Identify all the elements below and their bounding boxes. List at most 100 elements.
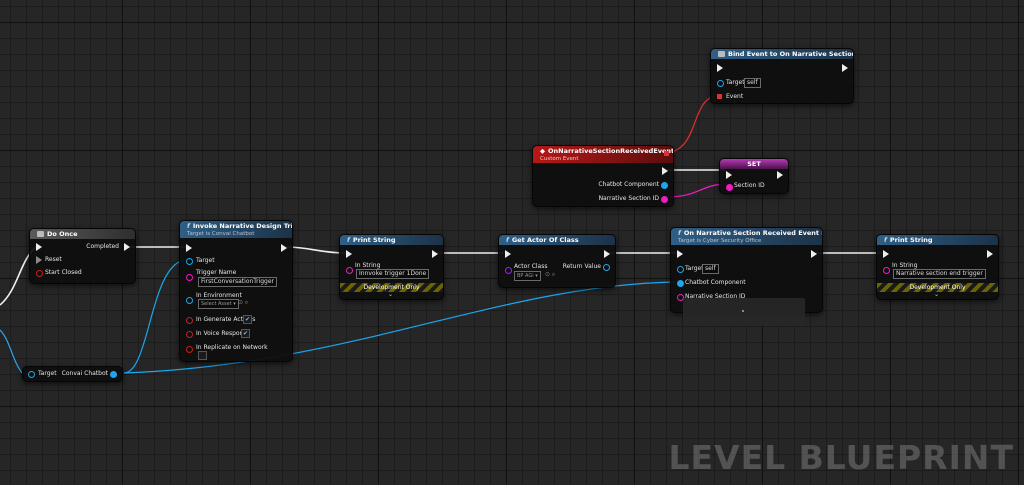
return-value-pin[interactable] bbox=[603, 264, 610, 271]
trigger-name-pin[interactable] bbox=[186, 274, 193, 281]
set-variable-node[interactable]: SET Section ID bbox=[719, 158, 789, 194]
macro-icon bbox=[37, 231, 44, 237]
exec-in-pin[interactable] bbox=[346, 250, 352, 258]
bind-icon bbox=[718, 51, 725, 57]
trigger-name-input[interactable]: FirstConversationTrigger bbox=[198, 277, 277, 287]
custom-event-node[interactable]: ◆OnNarrativeSectionReceivedEvent_EndEven… bbox=[532, 145, 674, 207]
in-string-pin[interactable] bbox=[883, 267, 890, 274]
reset-exec-pin[interactable] bbox=[36, 256, 42, 264]
target-pin[interactable] bbox=[677, 266, 684, 273]
event-label: Event bbox=[726, 93, 744, 100]
exec-wire bbox=[285, 246, 347, 254]
exec-out-pin[interactable] bbox=[604, 250, 610, 258]
in-string-pin[interactable] bbox=[346, 267, 353, 274]
start-closed-label: Start Closed bbox=[45, 269, 82, 276]
in-generate-actions-label: In Generate Actions bbox=[196, 316, 256, 323]
asset-tools-icon[interactable]: ⊙ ⌕ bbox=[238, 299, 249, 306]
in-string-input[interactable]: Narrative section end trigger bbox=[893, 269, 986, 279]
chatbot-component-pin[interactable] bbox=[661, 182, 668, 189]
target-self-input[interactable]: self bbox=[702, 264, 719, 274]
exec-in-pin[interactable] bbox=[726, 171, 732, 179]
target-self-input[interactable]: self bbox=[744, 78, 761, 88]
in-replicate-checkbox[interactable] bbox=[198, 351, 207, 360]
exec-out-pin[interactable] bbox=[432, 250, 438, 258]
development-only-banner: Development Only bbox=[340, 283, 443, 292]
target-pin[interactable] bbox=[717, 80, 724, 87]
target-label: Target bbox=[38, 370, 57, 377]
select-asset-dropdown[interactable]: Select Asset ▾ bbox=[198, 299, 239, 309]
collapsed-comment-box bbox=[683, 298, 805, 326]
event-delegate-pin[interactable] bbox=[717, 94, 722, 99]
in-generate-actions-pin[interactable] bbox=[186, 317, 193, 324]
chatbot-component-pin[interactable] bbox=[677, 280, 684, 287]
bind-event-node[interactable]: Bind Event to On Narrative Section Recei… bbox=[710, 48, 854, 104]
narrative-section-id-pin[interactable] bbox=[677, 294, 684, 301]
target-pin[interactable] bbox=[186, 258, 193, 265]
in-voice-response-label: In Voice Response bbox=[196, 330, 251, 337]
return-value-label: Return Value bbox=[562, 263, 601, 270]
convai-chatbot-variable-node[interactable]: Target Convai Chatbot bbox=[22, 366, 123, 382]
in-generate-actions-checkbox[interactable]: ✔ bbox=[243, 315, 252, 324]
actor-class-label: Actor Class bbox=[514, 263, 548, 270]
delegate-out-pin[interactable] bbox=[664, 151, 669, 156]
target-label: Target bbox=[196, 257, 215, 264]
exec-out-pin[interactable] bbox=[987, 250, 993, 258]
asset-tools-icon[interactable]: ⊙ ⌕ bbox=[545, 271, 556, 278]
node-header: Do Once bbox=[30, 229, 135, 239]
development-only-banner: Development Only bbox=[877, 283, 998, 292]
completed-exec-out-pin[interactable] bbox=[124, 243, 130, 251]
dot-icon bbox=[742, 310, 744, 312]
node-header: ◆OnNarrativeSectionReceivedEvent_EndEven… bbox=[533, 146, 673, 163]
narrative-section-id-pin[interactable] bbox=[661, 196, 668, 203]
section-id-pin[interactable] bbox=[726, 184, 733, 191]
function-icon: f bbox=[187, 222, 190, 230]
in-voice-response-checkbox[interactable]: ✔ bbox=[241, 329, 250, 338]
in-replicate-label: In Replicate on Network bbox=[196, 344, 268, 351]
in-environment-pin[interactable] bbox=[186, 297, 193, 304]
chevron-down-icon: ▾ bbox=[233, 301, 236, 307]
exec-in-pin[interactable] bbox=[186, 244, 192, 252]
in-environment-label: In Environment bbox=[196, 292, 242, 299]
start-closed-pin[interactable] bbox=[36, 270, 43, 277]
chatbot-component-label: Chatbot Component bbox=[598, 181, 659, 188]
chevron-down-icon[interactable]: ⌄ bbox=[388, 291, 394, 298]
node-header: fOn Narrative Section Received Event End… bbox=[671, 228, 822, 245]
actor-class-pin[interactable] bbox=[505, 267, 512, 274]
in-string-input[interactable]: Innvoke trigger 1Done bbox=[356, 269, 430, 279]
chevron-down-icon[interactable]: ⌄ bbox=[934, 291, 940, 298]
actor-class-dropdown[interactable]: BP AGi ▾ bbox=[514, 271, 541, 281]
narrative-section-id-label: Narrative Section ID bbox=[598, 195, 659, 202]
exec-out-pin[interactable] bbox=[662, 167, 668, 175]
do-once-node[interactable]: Do Once Completed Reset Start Closed bbox=[29, 228, 136, 284]
exec-out-pin[interactable] bbox=[777, 171, 783, 179]
target-pin[interactable] bbox=[28, 371, 35, 378]
exec-in-pin[interactable] bbox=[883, 250, 889, 258]
in-voice-response-pin[interactable] bbox=[186, 331, 193, 338]
exec-out-pin[interactable] bbox=[842, 64, 848, 72]
exec-in-pin[interactable] bbox=[677, 250, 683, 258]
trigger-name-label: Trigger Name bbox=[196, 269, 237, 276]
level-blueprint-watermark: LEVEL BLUEPRINT bbox=[668, 438, 1014, 477]
chatbot-component-label: Chatbot Component bbox=[685, 279, 746, 286]
exec-in-pin[interactable] bbox=[717, 64, 723, 72]
exec-in-pin[interactable] bbox=[36, 243, 42, 251]
exec-out-pin[interactable] bbox=[281, 244, 287, 252]
convai-chatbot-out-pin[interactable] bbox=[110, 371, 117, 378]
node-header: SET bbox=[720, 159, 788, 169]
in-replicate-pin[interactable] bbox=[186, 346, 193, 353]
exec-out-pin[interactable] bbox=[811, 250, 817, 258]
exec-in-pin[interactable] bbox=[505, 250, 511, 258]
reset-label: Reset bbox=[45, 256, 62, 263]
event-icon: ◆ bbox=[540, 147, 545, 155]
in-string-label: In String bbox=[892, 262, 918, 269]
function-icon: f bbox=[678, 229, 681, 237]
target-label: Target bbox=[685, 265, 704, 272]
